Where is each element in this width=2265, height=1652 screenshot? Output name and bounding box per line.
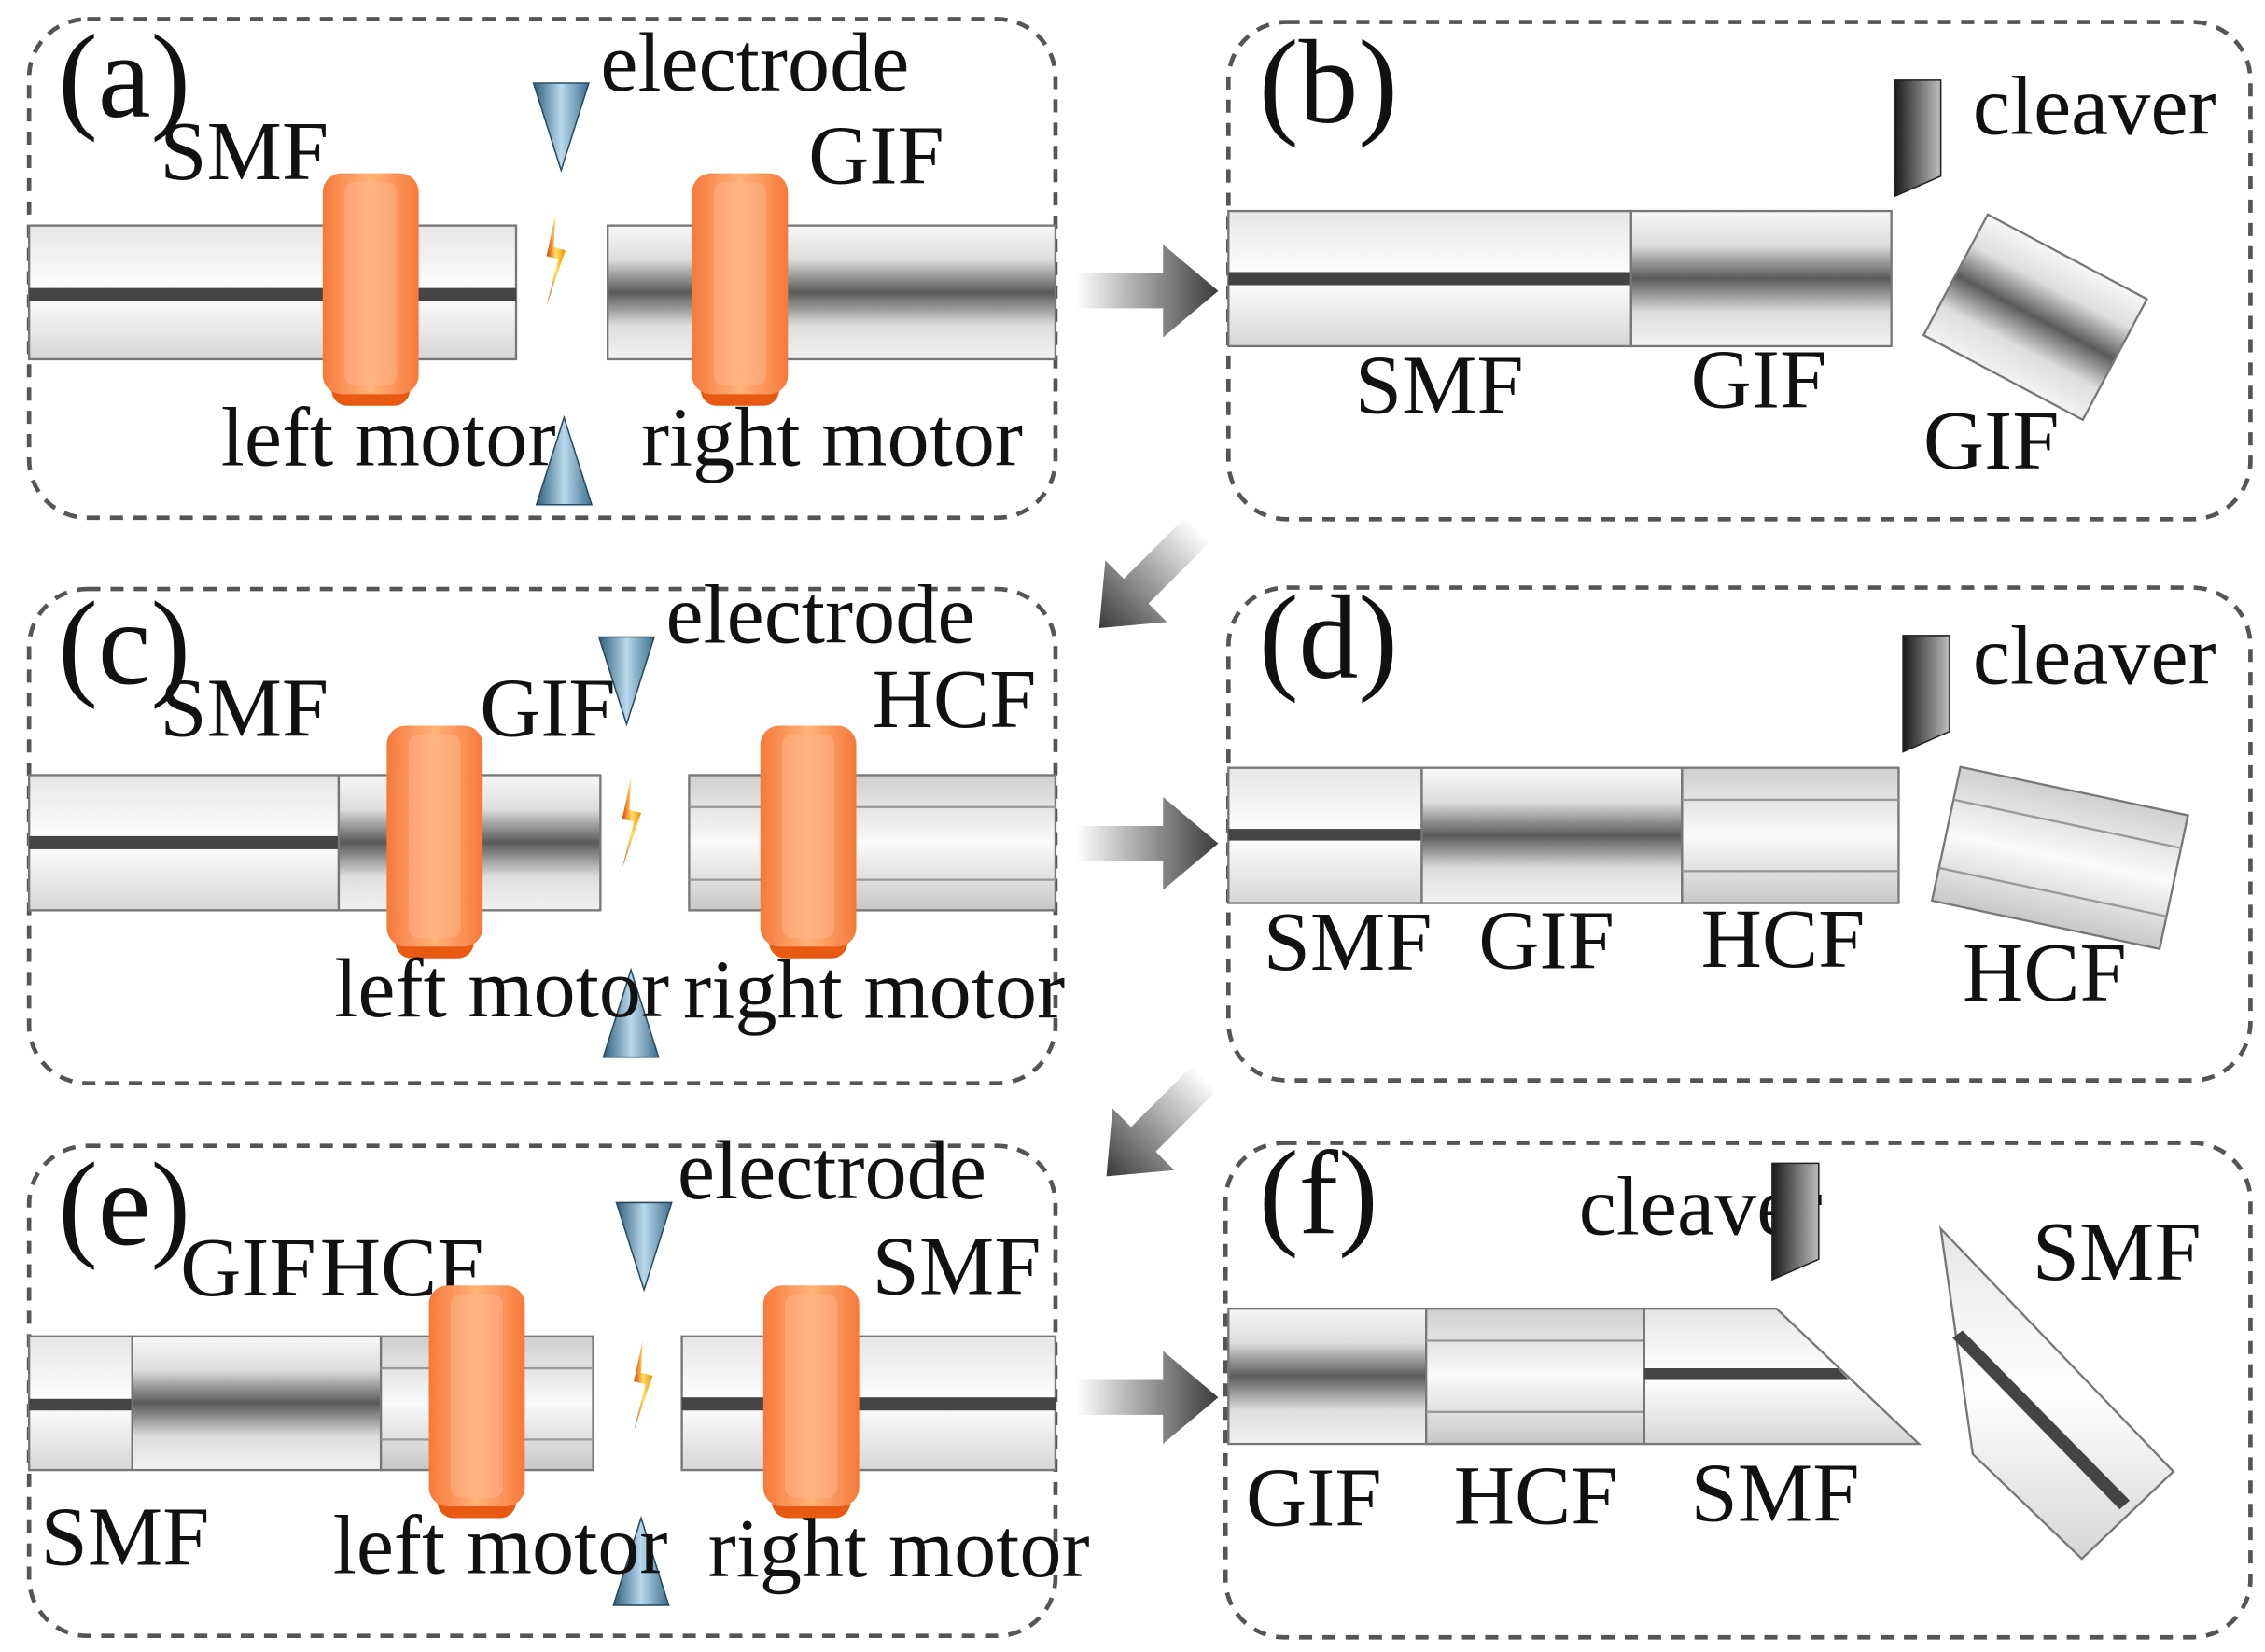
hcf-label: HCF (1701, 891, 1866, 986)
smf-label: SMF (160, 104, 329, 198)
motor-icon (386, 725, 483, 959)
panel-d: (d) cleaver SMF GIF HCF HCF (1225, 571, 2253, 1083)
gif-label: GIF (1246, 1449, 1382, 1544)
electrode-label: electrode (665, 567, 974, 662)
right-motor-label: right motor (708, 1501, 1090, 1595)
smf-core (29, 1398, 133, 1411)
smf-core (1228, 829, 1422, 841)
arrow-icon (1075, 1351, 1219, 1445)
arrow-icon (1075, 244, 1219, 338)
panel-f-label: (f) (1259, 1127, 1378, 1259)
cut-smf-label: SMF (2033, 1204, 2202, 1298)
panel-e-label: (e) (58, 1139, 190, 1271)
right-motor-label: right motor (641, 390, 1023, 484)
gif-label: GIF (480, 660, 616, 754)
hcf-fiber (1681, 766, 1900, 904)
electrode-label: electrode (600, 15, 909, 109)
cleaver-icon (1893, 79, 1942, 198)
gif-fiber (1227, 1308, 1428, 1446)
panel-d-label: (d) (1259, 571, 1398, 704)
arrow-icon (1106, 1065, 1218, 1177)
cleaver-icon (1902, 635, 1950, 753)
cut-smf-piece (1938, 1225, 2175, 1561)
left-motor-label: left motor (334, 941, 669, 1035)
gif-fiber (1629, 209, 1893, 348)
panel-c-label: (c) (58, 577, 190, 709)
smf-right-label: SMF (873, 1219, 1042, 1313)
gif-label: GIF (180, 1220, 316, 1314)
gif-fiber (1420, 766, 1684, 904)
motor-icon (760, 725, 857, 959)
panel-b: (b) cleaver SMF GIF GIF (1225, 16, 2253, 522)
smf-label: SMF (1691, 1446, 1860, 1540)
cleaver-label: cleaver (1973, 608, 2216, 702)
gif-fiber (131, 1335, 383, 1472)
panel-f: (f) cleaver GIF HCF SMF SMF (1223, 1127, 2253, 1640)
motor-icon (322, 173, 419, 406)
motor-icon (692, 173, 789, 406)
electrode-label: electrode (678, 1123, 986, 1217)
gif-label: GIF (1691, 331, 1827, 426)
smf-core (29, 835, 339, 849)
hcf-label: HCF (873, 651, 1037, 746)
panel-a: (a) electrode SMF GIF left motor right m… (26, 10, 1058, 521)
smf-core (1643, 1368, 1850, 1380)
panel-a-label: (a) (58, 10, 190, 143)
cut-gif-label: GIF (1923, 393, 2060, 487)
cleaver-icon (1771, 1162, 1820, 1281)
cleaver-label: cleaver (1973, 59, 2216, 153)
cut-gif-piece (1922, 213, 2149, 422)
cut-hcf-piece (1930, 765, 2189, 951)
smf-core (29, 287, 517, 301)
gif-label: GIF (808, 107, 944, 202)
motor-icon (428, 1285, 525, 1519)
panel-b-label: (b) (1259, 16, 1398, 148)
right-motor-label: right motor (683, 943, 1065, 1037)
arrow-icon (1098, 517, 1210, 629)
panel-c: (c) electrode SMF GIF HCF left motor rig… (26, 567, 1065, 1086)
smf-left-label: SMF (41, 1489, 210, 1583)
hcf-fiber (688, 774, 1057, 912)
left-motor-label: left motor (333, 1498, 668, 1592)
smf-label: SMF (160, 660, 329, 754)
motor-icon (762, 1285, 860, 1519)
smf-core (1228, 272, 1631, 286)
cut-hcf-label: HCF (1963, 925, 2127, 1019)
gif-fiber (606, 224, 1057, 361)
gif-label: GIF (1478, 893, 1615, 987)
arrow-icon (1075, 796, 1219, 890)
smf-label: SMF (1264, 894, 1433, 988)
left-motor-label: left motor (221, 390, 556, 484)
hcf-label: HCF (1454, 1449, 1618, 1543)
panel-e: (e) electrode GIF HCF SMF SMF left motor… (26, 1123, 1090, 1639)
smf-label: SMF (1355, 338, 1524, 432)
hcf-fiber (1425, 1308, 1646, 1446)
smf-core (681, 1397, 1056, 1411)
